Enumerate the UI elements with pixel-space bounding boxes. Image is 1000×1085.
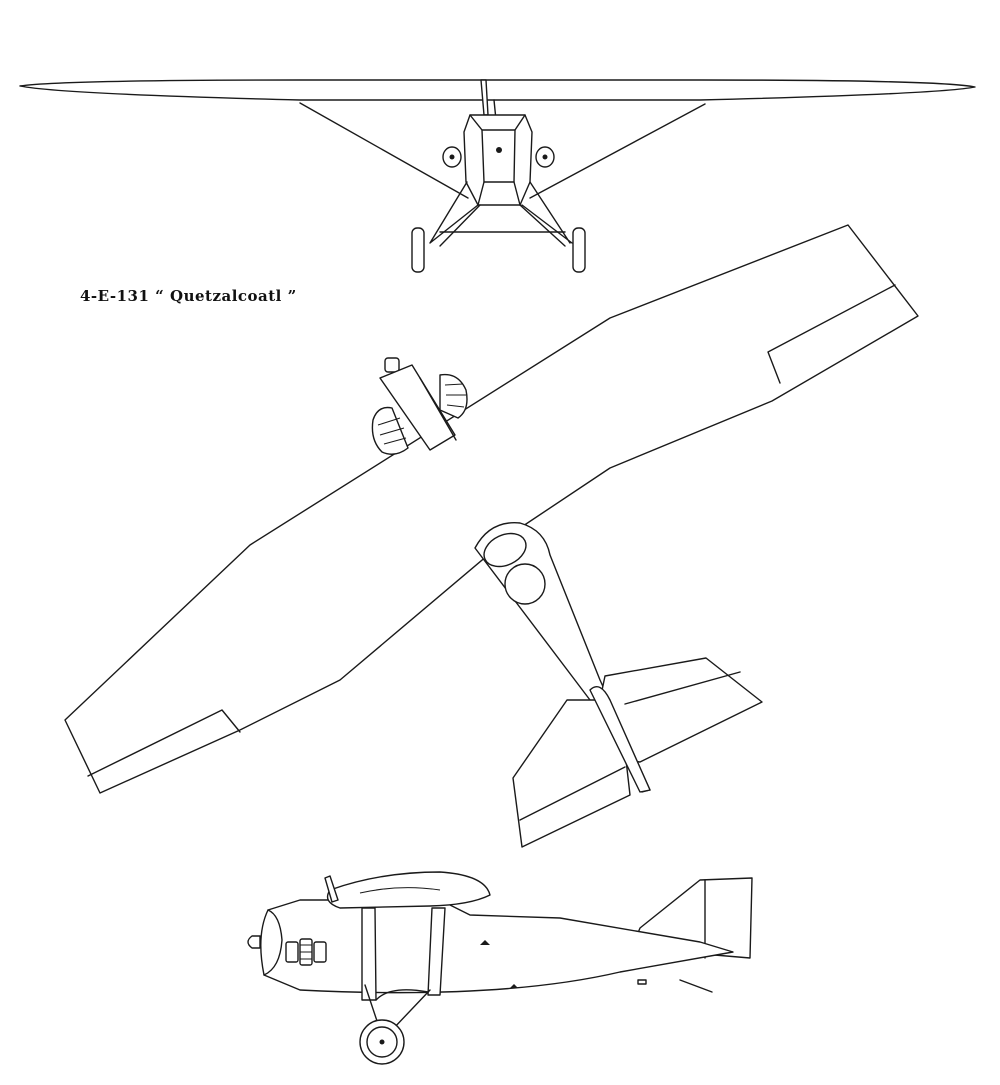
side-spinner <box>247 935 261 949</box>
side-view <box>247 871 753 1065</box>
top-left-elevator-hinge <box>519 766 626 821</box>
top-right-aileron <box>767 284 896 384</box>
top-left-aileron <box>87 709 241 777</box>
front-view <box>19 79 976 273</box>
top-wing <box>64 224 919 794</box>
side-rear-strut <box>427 907 446 996</box>
top-cockpit-front <box>483 532 527 568</box>
top-tailplane <box>512 657 763 848</box>
front-wing <box>19 79 976 101</box>
top-engine <box>371 357 468 455</box>
top-fin <box>589 686 651 793</box>
top-right-elevator-hinge <box>624 671 741 705</box>
side-tailskid <box>679 979 713 993</box>
designation-label: 4-E-131 <box>80 287 150 305</box>
front-fin <box>480 79 489 116</box>
front-right-wheel <box>572 227 586 273</box>
drawing-title: 4-E-131 “ Quetzalcoatl ” <box>80 287 297 305</box>
front-fuselage <box>463 114 533 206</box>
side-wing <box>326 871 491 909</box>
side-front-strut <box>361 907 377 1001</box>
top-view <box>64 224 919 848</box>
front-left-wheel <box>411 227 425 273</box>
front-right-wing-strut <box>529 103 706 199</box>
aircraft-name-label: “ Quetzalcoatl ” <box>155 287 297 305</box>
front-left-wing-strut <box>299 102 469 199</box>
side-engine-cylinders <box>285 938 327 966</box>
top-cockpit-rear <box>504 563 546 605</box>
